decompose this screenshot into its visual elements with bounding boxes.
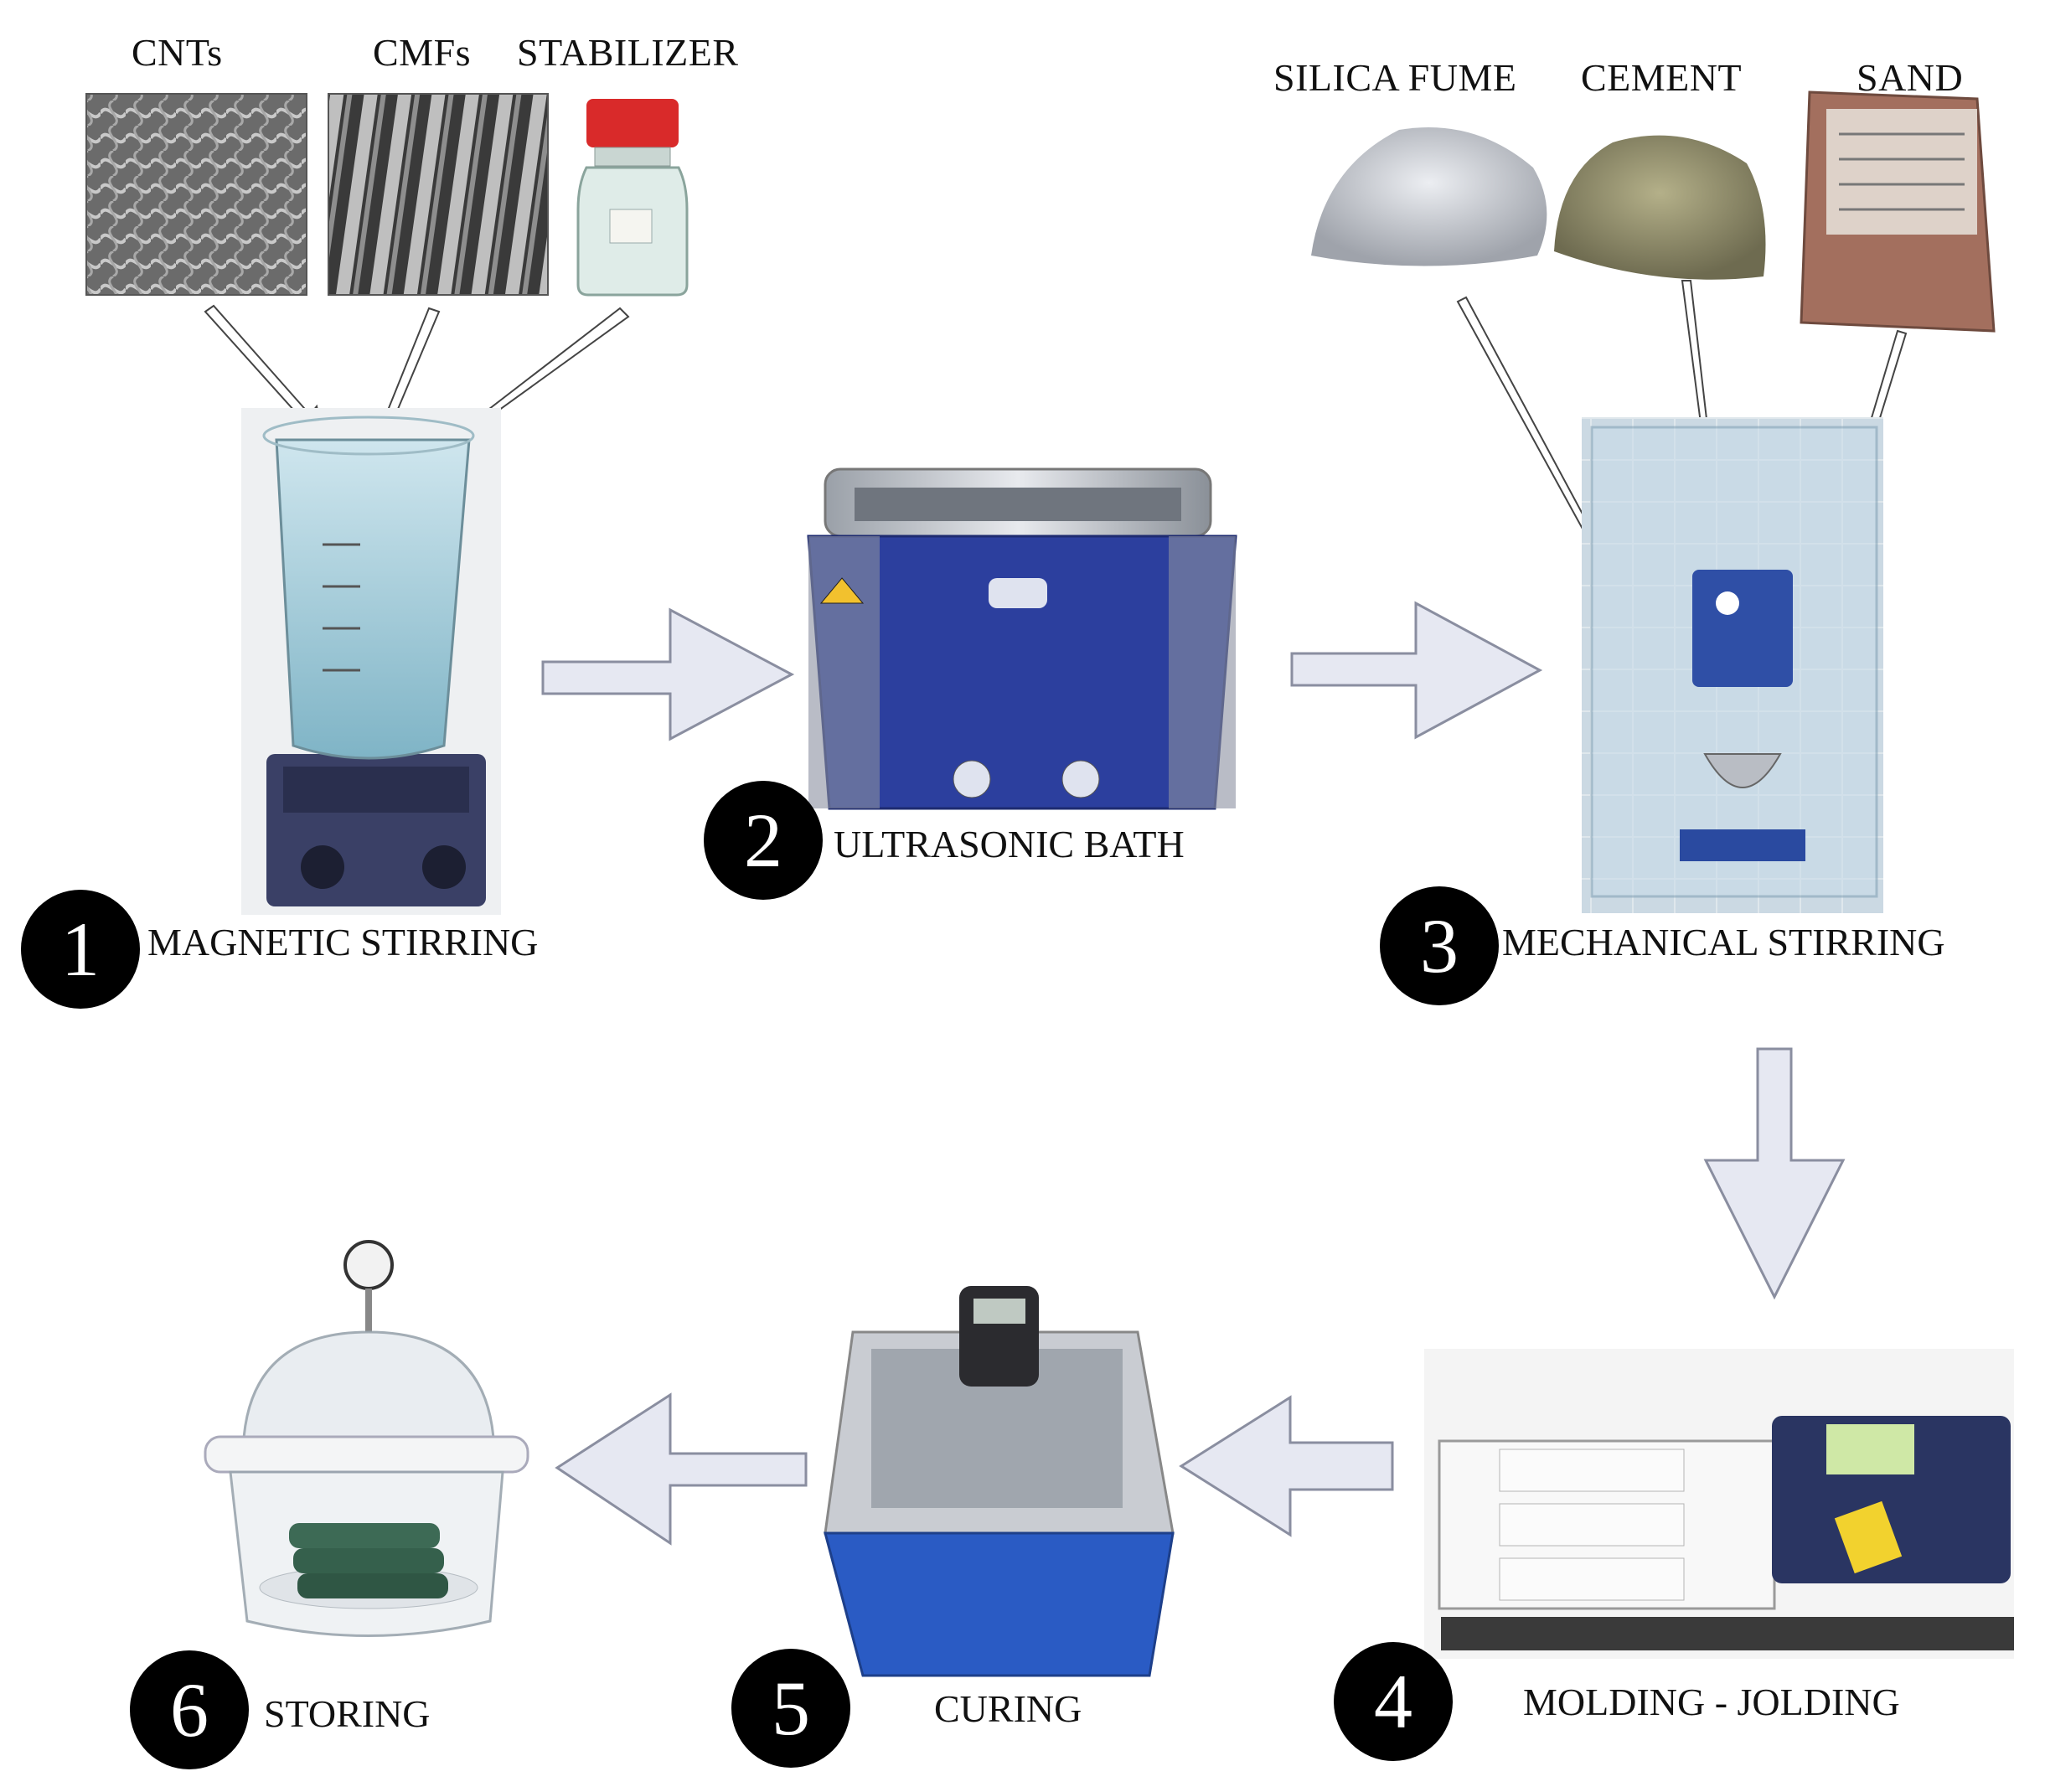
step-4-badge: 4 xyxy=(1334,1642,1453,1761)
arrow-5-to-6 xyxy=(555,1392,808,1546)
cnts-label: CNTs xyxy=(132,31,223,74)
ultrasonic-bath-image xyxy=(807,467,1237,810)
stabilizer-label: STABILIZER xyxy=(517,31,739,74)
step-3-badge: 3 xyxy=(1380,886,1499,1005)
silica-fume-image xyxy=(1311,127,1547,266)
arrow-4-to-5 xyxy=(1179,1395,1394,1537)
cement-label: CEMENT xyxy=(1581,56,1743,99)
arrow-2-to-3 xyxy=(1290,601,1543,740)
step-1-badge: 1 xyxy=(21,890,140,1009)
step-2-label: ULTRASONIC BATH xyxy=(834,823,1185,865)
silica-fume-label: SILICA FUME xyxy=(1273,56,1517,99)
vacuum-desiccator-image xyxy=(204,1240,529,1637)
sand-bag-image xyxy=(1800,90,1996,333)
step-3-label: MECHANICAL STIRRING xyxy=(1502,921,1945,963)
cmfs-sem-image xyxy=(328,93,549,296)
cement-image xyxy=(1554,135,1766,280)
sand-label: SAND xyxy=(1857,56,1964,99)
arrow-1-to-2 xyxy=(541,607,795,741)
cnts-sem-image xyxy=(85,93,307,296)
step-5-label: CURING xyxy=(934,1687,1082,1730)
curing-bath-image xyxy=(824,1286,1175,1677)
mechanical-stirrer-image xyxy=(1582,417,1883,913)
step-2-badge: 2 xyxy=(704,781,823,900)
cmfs-label: CMFs xyxy=(373,31,472,74)
step-6-badge: 6 xyxy=(130,1650,249,1769)
molding-jolting-image xyxy=(1424,1349,2014,1659)
stabilizer-bottle-image xyxy=(576,99,689,297)
arrow-3-to-4 xyxy=(1703,1047,1846,1300)
magnetic-stirrer-image xyxy=(241,408,501,915)
step-6-label: STORING xyxy=(264,1692,431,1735)
step-4-label: MOLDING - JOLDING xyxy=(1523,1681,1900,1723)
step-5-badge: 5 xyxy=(731,1649,850,1768)
step-1-label: MAGNETIC STIRRING xyxy=(147,921,539,963)
